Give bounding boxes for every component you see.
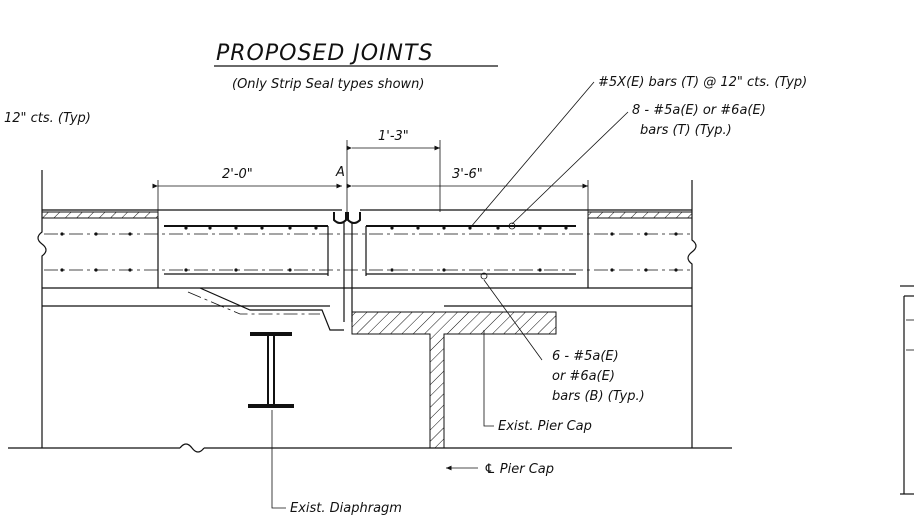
ground-break-1 — [179, 443, 205, 453]
note-bottom-bars-3: bars (B) (Typ.) — [552, 389, 645, 404]
left-haunch-dash — [187, 291, 320, 315]
existing-slab-right-top — [587, 211, 693, 219]
note-top-bars: #5X(E) bars (T) @ 12" cts. (Typ) — [598, 75, 807, 90]
existing-slab-left-top — [41, 211, 159, 219]
bar-dots — [60, 226, 678, 272]
strip-seal — [333, 212, 361, 224]
leader-long-bars — [511, 111, 629, 225]
note-bottom-bars-1: 6 - #5a(E) — [552, 349, 619, 364]
dim-right: 3'-6" — [452, 167, 483, 182]
break-left — [37, 170, 47, 448]
note-long-bars-1: 8 - #5a(E) or #6a(E) — [632, 103, 766, 118]
drawing-title: PROPOSED JOINTS — [216, 41, 433, 66]
dim-offset: 1'-3" — [378, 129, 409, 144]
left-haunch — [199, 287, 344, 331]
bar-marker-bottom — [480, 272, 488, 280]
girder-top-flange — [250, 332, 292, 336]
note-centerline: ℄ Pier Cap — [484, 462, 554, 477]
girder-bottom-flange — [248, 404, 294, 408]
note-diaphragm: Exist. Diaphragm — [290, 501, 402, 516]
leader-bottom-bars — [483, 279, 543, 361]
leader-pier-cap — [483, 330, 494, 427]
note-long-bars-2: bars (T) (Typ.) — [640, 123, 732, 138]
note-left-spacing: 12" cts. (Typ) — [4, 111, 91, 126]
note-pier-cap: Exist. Pier Cap — [498, 419, 592, 434]
drawing-subtitle: (Only Strip Seal types shown) — [232, 77, 425, 92]
break-right — [687, 180, 697, 448]
dim-left: 2'-0" — [222, 167, 253, 182]
note-bottom-bars-2: or #6a(E) — [552, 369, 615, 384]
leader-top-bars — [469, 81, 595, 229]
leader-diaphragm — [271, 410, 286, 509]
dim-point-a: A — [335, 165, 345, 180]
